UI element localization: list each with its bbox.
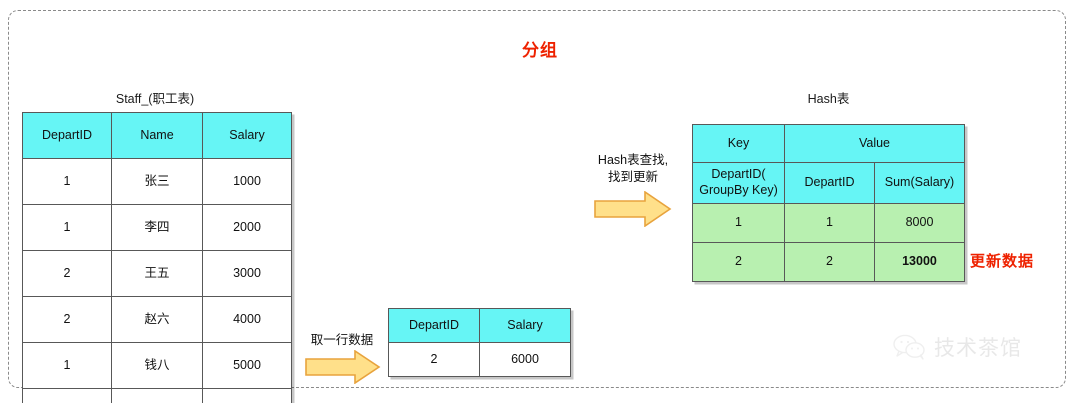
staff-cell-name: 赵六 (111, 296, 203, 343)
table-header-row: DepartID Name Salary (22, 112, 292, 159)
hash-cell-departid: 1 (784, 203, 875, 243)
table-row: 1 钱八 5000 (22, 342, 292, 389)
right-arrow-icon (594, 191, 672, 227)
hash-cell-key: 1 (692, 203, 785, 243)
table-row: 1 李四 2000 (22, 204, 292, 251)
staff-cell-name: 张三 (111, 158, 203, 205)
staff-cell-name: 孙九 (111, 388, 203, 403)
table-row: 2 2 13000 (692, 242, 965, 282)
table-header-row: DepartID Salary (388, 308, 571, 343)
table-row: 2 孙九 6000 (22, 388, 292, 403)
staff-cell-salary: 3000 (202, 250, 292, 297)
row-cell-departid: 2 (388, 342, 480, 377)
hash-table: Key Value DepartID( GroupBy Key) DepartI… (692, 124, 965, 282)
row-col-salary: Salary (479, 308, 571, 343)
hash-cell-key: 2 (692, 242, 785, 282)
staff-cell-salary: 6000 (202, 388, 292, 403)
staff-col-salary: Salary (202, 112, 292, 159)
staff-cell-salary: 5000 (202, 342, 292, 389)
staff-cell-departid: 1 (22, 204, 112, 251)
staff-cell-salary: 2000 (202, 204, 292, 251)
single-row-table: DepartID Salary 2 6000 (388, 308, 571, 377)
staff-cell-departid: 2 (22, 250, 112, 297)
hash-col-key: DepartID( GroupBy Key) (692, 162, 785, 204)
staff-cell-name: 王五 (111, 250, 203, 297)
table-group-header-row: Key Value (692, 124, 965, 163)
table-row: 1 张三 1000 (22, 158, 292, 205)
hash-group-key: Key (692, 124, 785, 163)
staff-cell-name: 李四 (111, 204, 203, 251)
hash-col-sum-salary: Sum(Salary) (874, 162, 965, 204)
watermark: 技术茶馆 (893, 332, 1022, 362)
hash-cell-sum-salary: 13000 (874, 242, 965, 282)
row-col-departid: DepartID (388, 308, 480, 343)
hash-lookup-label-line2: 找到更新 (607, 169, 658, 184)
dashed-frame (8, 10, 1066, 388)
staff-cell-departid: 1 (22, 342, 112, 389)
staff-cell-salary: 1000 (202, 158, 292, 205)
hash-col-key-line2: GroupBy Key) (699, 183, 778, 197)
right-arrow-icon (305, 350, 381, 384)
staff-cell-name: 钱八 (111, 342, 203, 389)
table-row: 2 6000 (388, 342, 571, 377)
staff-cell-salary: 4000 (202, 296, 292, 343)
watermark-text: 技术茶馆 (934, 336, 1022, 360)
hash-col-key-line1: DepartID( (711, 167, 766, 182)
hash-table-caption: Hash表 (807, 92, 850, 106)
hash-group-value: Value (784, 124, 965, 163)
table-row: 1 1 8000 (692, 203, 965, 243)
staff-cell-departid: 2 (22, 296, 112, 343)
staff-col-name: Name (111, 112, 203, 159)
hash-col-departid: DepartID (784, 162, 875, 204)
row-cell-salary: 6000 (479, 342, 571, 377)
wechat-bubbles-icon (893, 334, 925, 360)
hash-lookup-label-line1: Hash表查找, (597, 153, 669, 167)
staff-table: DepartID Name Salary 1 张三 1000 1 李四 2000… (22, 112, 292, 403)
page-title: 分组 (522, 41, 558, 60)
staff-table-caption: Staff_(职工表) (115, 92, 195, 106)
table-header-row: DepartID( GroupBy Key) DepartID Sum(Sala… (692, 162, 965, 204)
hash-lookup-arrow-label: Hash表查找, 找到更新 (583, 152, 683, 186)
hash-cell-sum-salary: 8000 (874, 203, 965, 243)
fetch-row-arrow-label: 取一行数据 (310, 333, 374, 347)
hash-cell-departid: 2 (784, 242, 875, 282)
update-data-note: 更新数据 (970, 253, 1035, 270)
staff-cell-departid: 1 (22, 158, 112, 205)
staff-cell-departid: 2 (22, 388, 112, 403)
staff-col-departid: DepartID (22, 112, 112, 159)
table-row: 2 王五 3000 (22, 250, 292, 297)
table-row: 2 赵六 4000 (22, 296, 292, 343)
